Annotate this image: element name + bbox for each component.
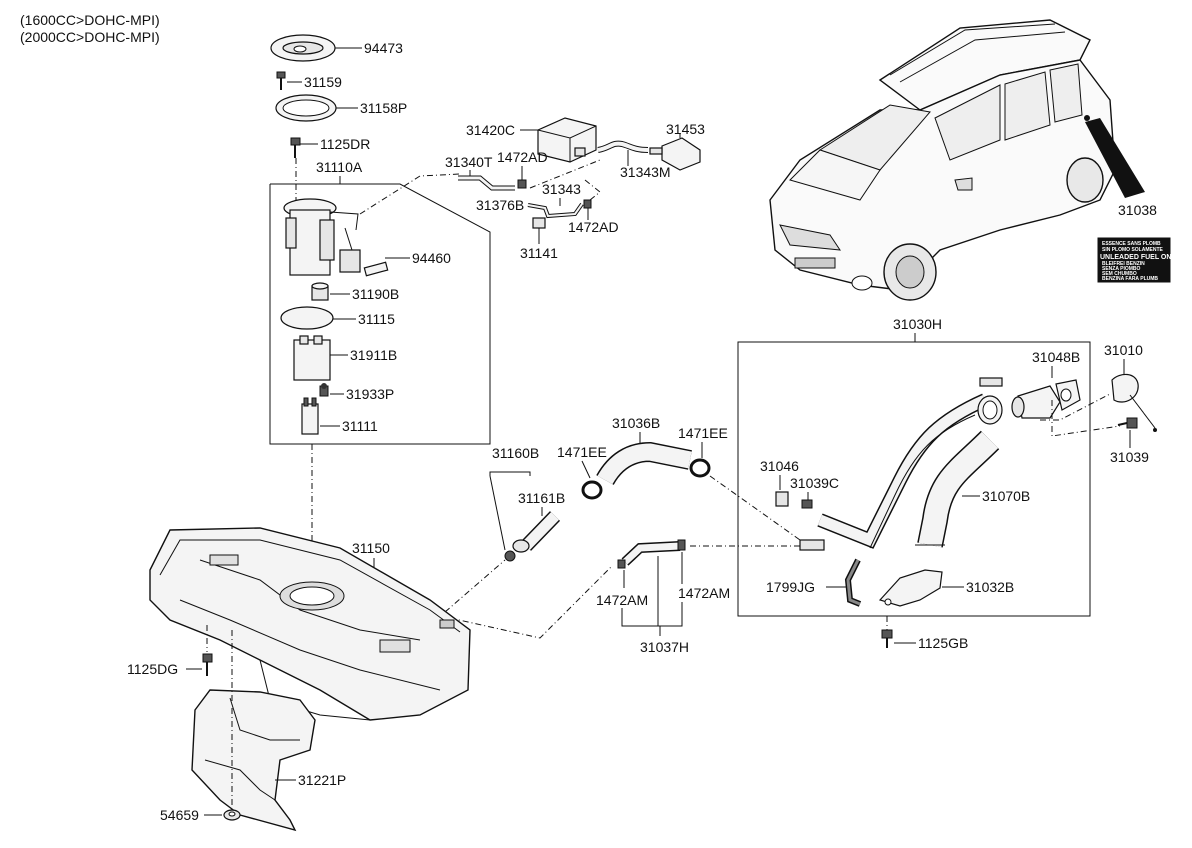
filler-pipe-31161b-part	[512, 511, 561, 553]
strap-1799jg-part	[844, 558, 862, 607]
label-31340T: 31340T	[445, 154, 493, 170]
label-31933P: 31933P	[346, 386, 394, 402]
label-1472AM-a: 1472AM	[596, 592, 648, 608]
label-31141: 31141	[520, 245, 558, 261]
label-31376B: 31376B	[476, 197, 524, 213]
label-31221P: 31221P	[298, 772, 346, 788]
heat-shield-31221p-part	[191, 689, 316, 832]
label-1125DR: 1125DR	[320, 136, 370, 152]
label-31158P: 31158P	[360, 100, 407, 116]
fuel-tank-31150-part	[149, 527, 471, 721]
label-31030H: 31030H	[893, 316, 942, 332]
label-1472AD-b: 1472AD	[568, 219, 619, 235]
label-31110A: 31110A	[316, 159, 363, 175]
clip-31039c-part	[801, 499, 813, 509]
label-1799JG: 1799JG	[766, 579, 815, 595]
filler-hose-31036b-part	[596, 441, 692, 486]
label-31111: 31111	[342, 418, 378, 434]
label-31032B: 31032B	[966, 579, 1014, 595]
sticker-small-3: BLEIFREI BENZIN	[1102, 261, 1145, 267]
regulator-31933p-part	[319, 383, 329, 397]
label-31190B: 31190B	[352, 286, 399, 302]
vapor-tube-31343-part	[527, 202, 584, 219]
label-1472AM-b: 1472AM	[678, 585, 730, 601]
sticker-small-5: SEM CHUMBO	[1102, 271, 1137, 277]
sticker-small-4: SENZA PIOMBO	[1102, 266, 1141, 272]
valve-31046-part	[775, 491, 789, 507]
label-31161B: 31161B	[518, 490, 565, 506]
pump-cover-part	[270, 34, 336, 62]
sticker-main-text: UNLEADED FUEL ONLY	[1100, 254, 1180, 261]
pump-assembly-box	[269, 183, 491, 445]
fuel-pump-31111-part	[301, 397, 319, 435]
label-31039: 31039	[1110, 449, 1149, 465]
valve-31141-part	[532, 217, 546, 229]
label-31150: 31150	[352, 540, 390, 556]
label-31036B: 31036B	[612, 415, 660, 431]
label-31039C: 31039C	[790, 475, 839, 491]
filler-neck-box	[737, 341, 1091, 617]
vent-hose-31070b-part	[915, 430, 1000, 548]
filler-housing-31048b-part	[1011, 379, 1081, 419]
fuel-cap-31010-part	[1111, 373, 1157, 432]
lock-ring-part	[275, 94, 337, 122]
canister-31420c-part	[537, 117, 597, 163]
label-1472AD-a: 1472AD	[497, 149, 548, 165]
label-31911B: 31911B	[350, 347, 397, 363]
label-31070B: 31070B	[982, 488, 1030, 504]
filler-neck-pipe-part	[799, 377, 1003, 551]
label-31115: 31115	[358, 311, 395, 327]
valve-31453-part	[649, 137, 701, 171]
fuel-sender-part	[339, 227, 389, 277]
clip-1472ad-a-part	[517, 179, 527, 189]
label-31037H: 31037H	[640, 639, 689, 655]
engine-spec-1: (1600CC>DOHC-MPI)	[20, 12, 160, 28]
label-31453: 31453	[666, 121, 705, 137]
bolt-31039-part	[1117, 417, 1138, 429]
bolt-1125dg-part	[202, 653, 213, 676]
label-94473: 94473	[364, 40, 403, 56]
label-31038: 31038	[1118, 202, 1157, 218]
clamp-1471ee-a-part	[581, 480, 603, 500]
label-31420C: 31420C	[466, 122, 515, 138]
label-31343M: 31343M	[620, 164, 671, 180]
label-94460: 94460	[412, 250, 451, 266]
sticker-small-1: ESSENCE SANS PLOMB	[1102, 241, 1161, 247]
label-31343: 31343	[542, 181, 581, 197]
clip-1472am-b-part	[677, 539, 686, 551]
breather-hose-31037h-part	[621, 541, 681, 566]
label-31160B: 31160B	[492, 445, 539, 461]
hose-31343m-part	[597, 140, 649, 153]
filter-31190b-part	[311, 282, 329, 301]
nut-54659-part	[223, 809, 241, 821]
label-31046: 31046	[760, 458, 799, 474]
vehicle-illustration	[769, 19, 1145, 301]
clamp-1471ee-b-part	[689, 458, 711, 478]
label-31048B: 31048B	[1032, 349, 1080, 365]
label-1471EE-b: 1471EE	[678, 425, 728, 441]
label-1125GB: 1125GB	[918, 635, 968, 651]
engine-spec-2: (2000CC>DOHC-MPI)	[20, 29, 160, 45]
bracket-31032b-part	[878, 569, 943, 607]
label-31159: 31159	[304, 74, 342, 90]
fuel-label-sticker: ESSENCE SANS PLOMB SIN PLOMO SOLAMENTE U…	[1097, 237, 1180, 283]
bolt-1125gb-part	[881, 629, 893, 648]
fitting-31160b-part	[504, 550, 516, 562]
vapor-hose-31340t-part	[458, 175, 515, 191]
clip-1472am-a-part	[617, 559, 626, 569]
label-1125DG: 1125DG	[127, 661, 178, 677]
sticker-small-6: BENZINA FARA PLUMB	[1102, 276, 1158, 282]
clip-1472ad-b-part	[583, 199, 592, 209]
label-31010: 31010	[1104, 342, 1143, 358]
sticker-small-2: SIN PLOMO SOLAMENTE	[1102, 247, 1164, 253]
label-54659: 54659	[160, 807, 199, 823]
screw-1125dr-part	[290, 137, 301, 158]
bolt-31159-part	[276, 71, 286, 90]
gasket-31115-part	[280, 306, 334, 330]
label-1471EE-a: 1471EE	[557, 444, 607, 460]
fuel-filter-31911b-part	[293, 335, 331, 381]
fuel-pump-module-part	[283, 198, 359, 276]
